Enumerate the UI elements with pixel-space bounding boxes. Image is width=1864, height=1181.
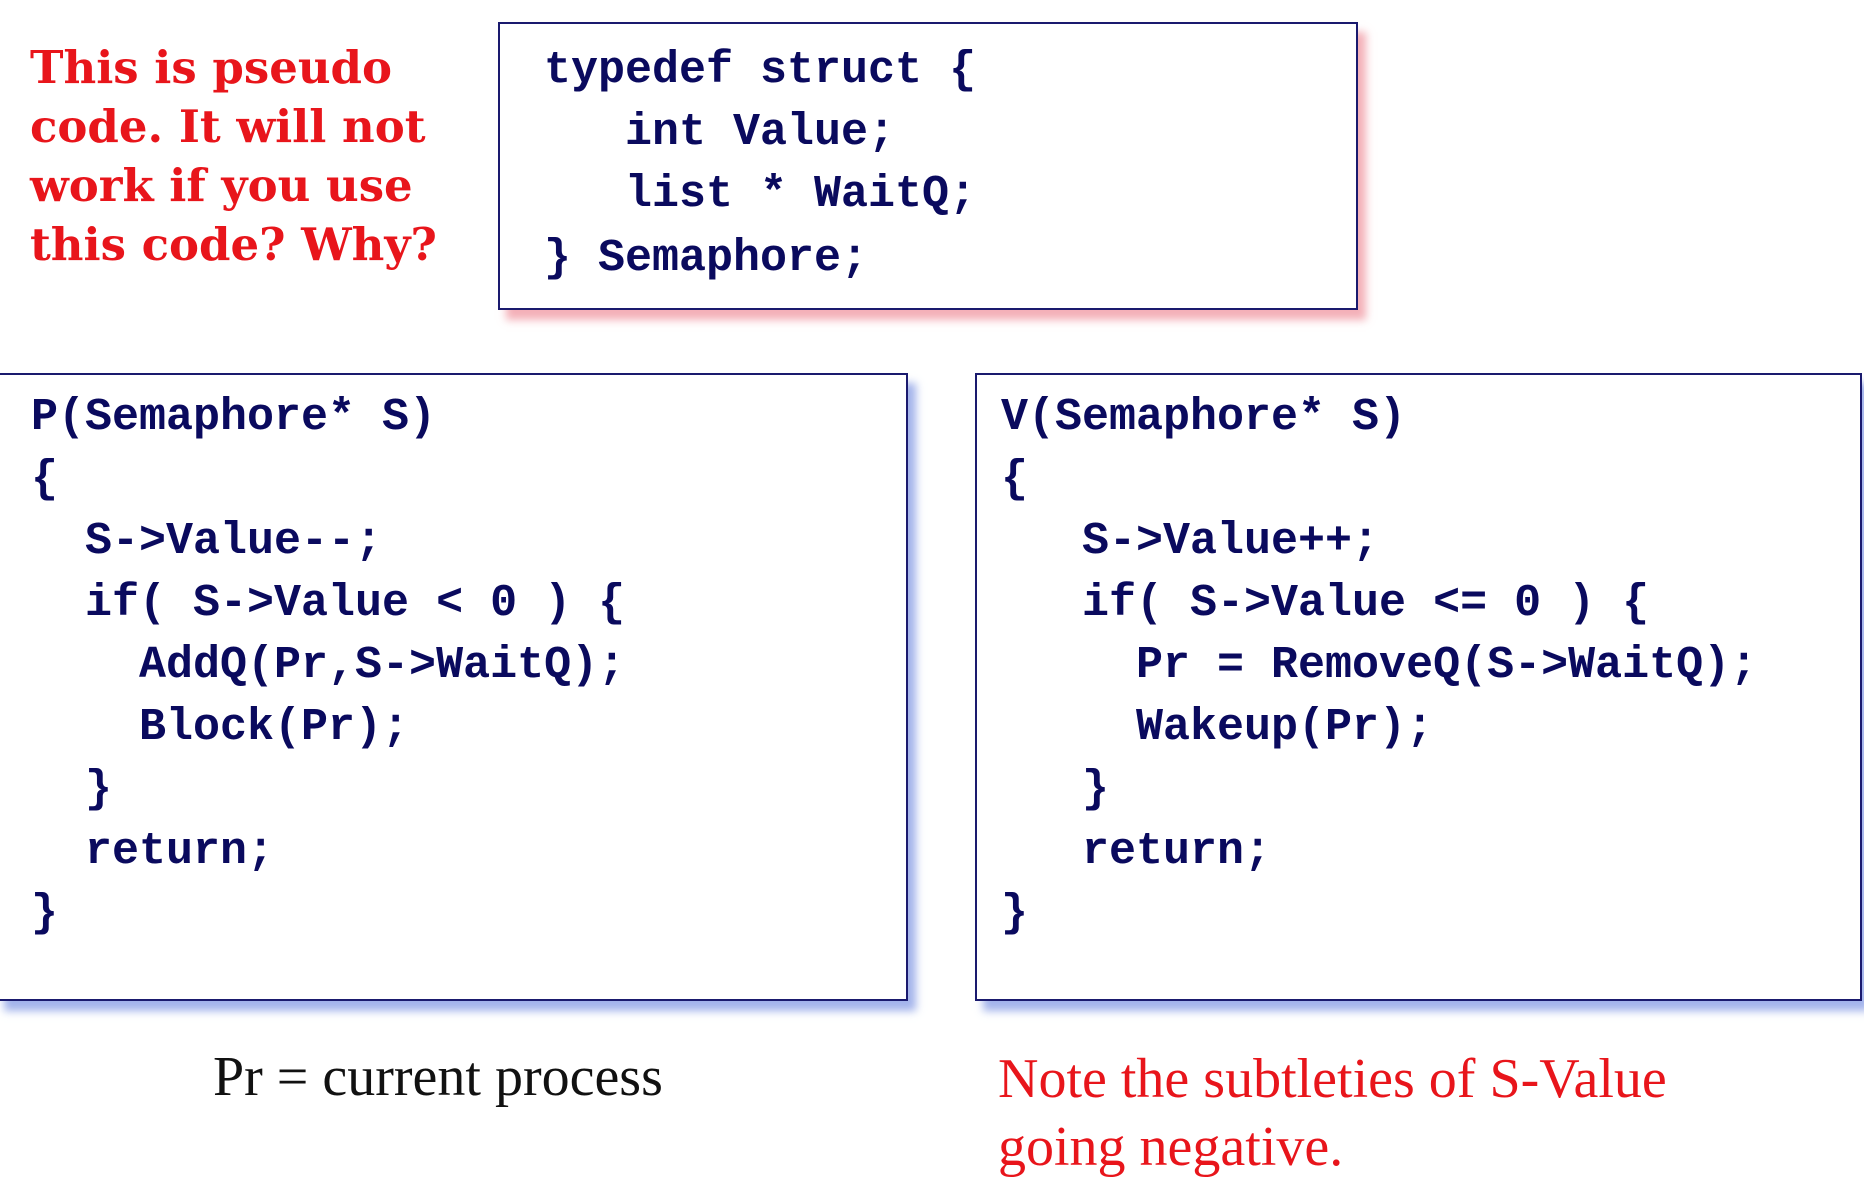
code-line: } Semaphore; xyxy=(544,233,869,284)
code-line: Wakeup(Pr); xyxy=(1001,702,1434,753)
code-line: { xyxy=(31,454,59,505)
code-line: P(Semaphore* S) xyxy=(31,392,437,443)
code-line: } xyxy=(31,888,59,939)
code-line: Block(Pr); xyxy=(31,702,410,753)
code-line: if( S->Value <= 0 ) { xyxy=(1001,578,1650,629)
pseudo-code-warning: This is pseudo code. It will not work if… xyxy=(30,38,470,274)
code-line: return; xyxy=(1001,826,1272,877)
p-function-code-box: P(Semaphore* S) { S->Value--; if( S->Val… xyxy=(0,373,908,1001)
warning-line-3: work if you use xyxy=(30,159,413,212)
code-line: } xyxy=(31,764,113,815)
code-line: Pr = RemoveQ(S->WaitQ); xyxy=(1001,640,1758,691)
code-line: } xyxy=(1001,888,1029,939)
warning-line-2: code. It will not xyxy=(30,100,426,153)
code-line: { xyxy=(1001,454,1029,505)
code-line: return; xyxy=(31,826,275,877)
current-process-caption: Pr = current process xyxy=(213,1046,663,1108)
code-line: V(Semaphore* S) xyxy=(1001,392,1407,443)
code-line: list * WaitQ; xyxy=(544,169,977,220)
code-line: if( S->Value < 0 ) { xyxy=(31,578,626,629)
v-function-code-box: V(Semaphore* S) { S->Value++; if( S->Val… xyxy=(975,373,1862,1001)
subtleties-note-caption: Note the subtleties of S-Value going neg… xyxy=(998,1045,1858,1181)
code-line: S->Value++; xyxy=(1001,516,1380,567)
code-line: } xyxy=(1001,764,1110,815)
code-line: int Value; xyxy=(544,107,896,158)
semaphore-typedef-code-box: typedef struct { int Value; list * WaitQ… xyxy=(498,22,1358,310)
code-line: S->Value--; xyxy=(31,516,383,567)
subtleties-note-line-2: going negative. xyxy=(998,1116,1344,1178)
code-line: AddQ(Pr,S->WaitQ); xyxy=(31,640,626,691)
warning-line-1: This is pseudo xyxy=(30,41,393,94)
warning-line-4: this code? Why? xyxy=(30,218,437,271)
code-line: typedef struct { xyxy=(544,45,977,96)
subtleties-note-line-1: Note the subtleties of S-Value xyxy=(998,1048,1667,1110)
